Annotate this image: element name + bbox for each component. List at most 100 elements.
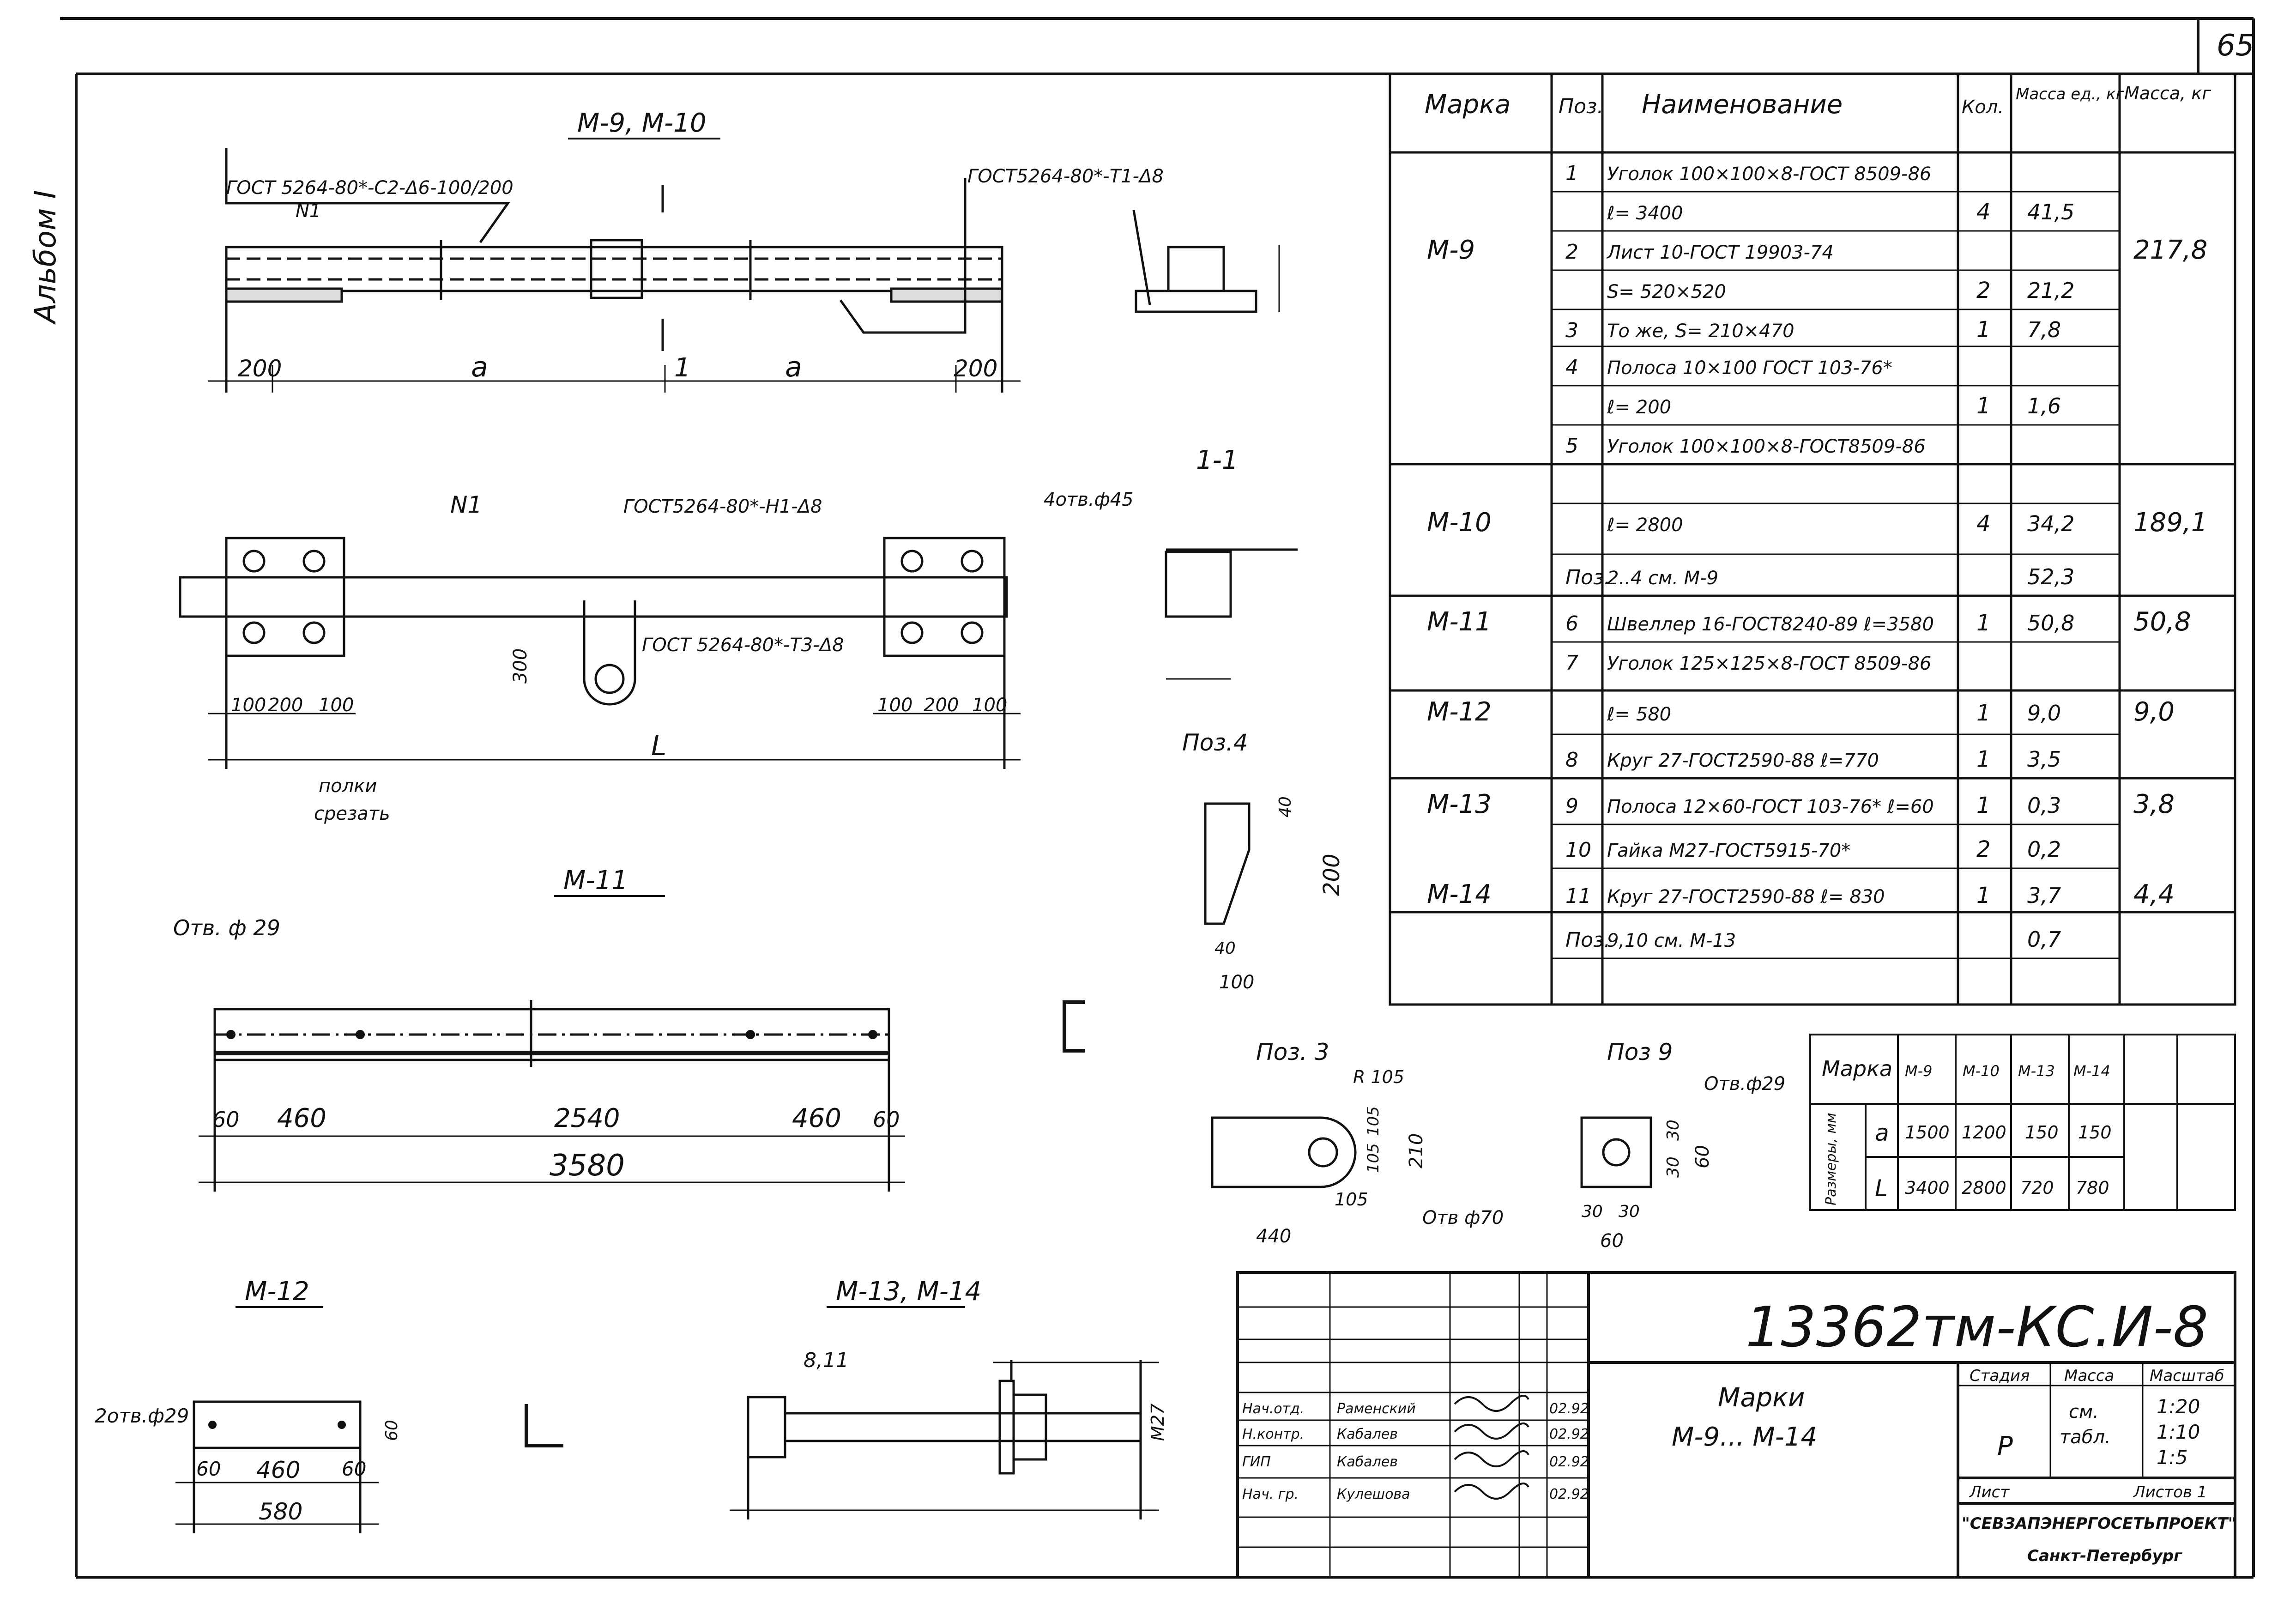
m13-title: М-13, М-14 [836, 1277, 981, 1307]
spec-cell-qty: 2 [1976, 278, 1991, 303]
spec-cell-name: S= 520×520 [1607, 281, 1726, 303]
spec-cell-mark: М-10 [1427, 508, 1492, 538]
spec-cell-mass: 189,1 [2133, 508, 2207, 538]
spec-cell-unit_mass: 1,6 [2027, 393, 2061, 418]
poz3-dim-l2: 440 [1256, 1226, 1291, 1247]
scale-header: Масштаб [2150, 1367, 2224, 1385]
weld1-sub: N1 [296, 200, 321, 222]
m12-dim-a: 60 [196, 1458, 221, 1480]
m11-dim-c: 2540 [554, 1103, 620, 1133]
spec-cell-pos: 3 [1565, 319, 1578, 342]
spec-cell-name: ℓ= 2800 [1607, 514, 1683, 536]
m9-title: М-9, М-10 [577, 108, 707, 138]
spec-cell-unit_mass: 34,2 [2027, 511, 2074, 536]
cut-note-2: срезать [314, 803, 390, 824]
spec-cell-pos: 7 [1565, 651, 1578, 675]
dim-m9-right: 200 [954, 355, 997, 382]
m11-dim-a: 60 [212, 1107, 240, 1132]
spec-cell-name: Гайка М27-ГОСТ5915-70* [1607, 840, 1850, 861]
spec-cell-name: ℓ= 3400 [1607, 203, 1683, 224]
spec-cell-qty: 1 [1976, 883, 1991, 908]
header-unit-mass: Масса ед., кг [2016, 85, 2125, 103]
m11-hole-marks [226, 1030, 877, 1039]
spec-cell-qty: 1 [1976, 793, 1991, 818]
spec-cell-name: Швеллер 16-ГОСТ8240-89 ℓ=3580 [1607, 614, 1934, 635]
poz4-dim-bottom: 40 [1214, 939, 1236, 958]
spec-cell-unit_mass: 0,7 [2027, 927, 2061, 952]
sig-role-2: Н.контр. [1242, 1426, 1304, 1442]
spec-table-grid [1389, 73, 2236, 1006]
weld2-label: ГОСТ5264-80*-Т1-Δ8 [967, 166, 1164, 187]
size-group-label: Размеры, мм [1823, 1113, 1839, 1205]
mass-header: Масса [2064, 1367, 2114, 1385]
spec-cell-unit_mass: 3,5 [2027, 747, 2061, 772]
dim-m9-left: 200 [238, 355, 282, 382]
m11-holes: Отв. ф 29 [173, 915, 280, 940]
weld3-label: ГОСТ5264-80*-Н1-Δ8 [623, 496, 822, 517]
m9-end-view [1132, 210, 1280, 313]
poz3-title: Поз. 3 [1256, 1039, 1329, 1065]
poz3-dim-a: 105 [1364, 1106, 1383, 1136]
spec-cell-name: Уголок 125×125×8-ГОСТ 8509-86 [1607, 653, 1931, 674]
spec-cell-name: 2..4 см. М-9 [1607, 568, 1718, 589]
weld1-label: ГОСТ 5264-80*-С2-Δ6-100/200 [226, 177, 514, 199]
spec-cell-name: Круг 27-ГОСТ2590-88 ℓ= 830 [1607, 886, 1885, 908]
poz9-dim-w: 60 [1600, 1230, 1624, 1252]
dim-plan-d5: 200 [924, 695, 959, 716]
spec-cell-mass: 217,8 [2133, 235, 2207, 265]
org-city: Санкт-Петербург [2027, 1547, 2182, 1565]
spec-cell-qty: 1 [1976, 610, 1991, 636]
spec-cell-mass: 4,4 [2133, 879, 2175, 909]
spec-cell-pos: 9 [1565, 794, 1578, 818]
poz4-dim-w: 100 [1219, 972, 1254, 993]
spec-cell-qty: 1 [1976, 317, 1991, 343]
spec-cell-unit_mass: 3,7 [2027, 883, 2061, 908]
dim-plan-L: L [651, 730, 666, 762]
m13-pos: 8,11 [804, 1349, 849, 1372]
size-table-header: Марка [1822, 1056, 1892, 1081]
spec-cell-unit_mass: 0,2 [2027, 837, 2061, 862]
size-row-l-label: L [1875, 1175, 1888, 1202]
spec-cell-name: ℓ= 200 [1607, 397, 1671, 418]
size-a-m10: 1200 [1962, 1122, 2006, 1143]
title-line2: М-9... М-14 [1672, 1422, 1817, 1452]
spec-cell-pos: 2 [1565, 240, 1578, 264]
sig-date-2: 02.92 [1549, 1426, 1589, 1442]
holes-label: 4отв.ф45 [1044, 489, 1134, 510]
size-a-m14: 150 [2078, 1122, 2112, 1143]
dim-plan-d2: 200 [268, 695, 303, 716]
spec-cell-name: ℓ= 580 [1607, 704, 1671, 725]
sig-role-4: Нач. гр. [1242, 1486, 1299, 1502]
size-mark-m10: М-10 [1963, 1062, 2000, 1080]
m11-dim-e: 60 [873, 1107, 900, 1132]
size-a-m9: 1500 [1905, 1122, 1950, 1143]
page-number: 65 [2217, 29, 2254, 63]
size-mark-m13: М-13 [2018, 1062, 2055, 1080]
angle-section-icon [525, 1404, 563, 1447]
dim-plan-d6: 100 [972, 695, 1007, 716]
m12-holes: 2отв.ф29 [95, 1404, 189, 1427]
dim-plan-d1: 100 [231, 695, 266, 716]
section-label: 1-1 [1196, 445, 1238, 475]
header-qty: Кол. [1962, 97, 2004, 118]
poz9-plate [1580, 1116, 1652, 1188]
stage-header: Стадия [1970, 1367, 2030, 1385]
spec-cell-unit_mass: 41,5 [2027, 200, 2074, 224]
spec-cell-mass: 9,0 [2133, 697, 2175, 727]
sig-date-4: 02.92 [1549, 1486, 1589, 1502]
size-l-m10: 2800 [1962, 1178, 2006, 1198]
header-pos: Поз. [1559, 95, 1603, 118]
m11-title: М-11 [563, 866, 628, 896]
scale-1: 1:20 [2157, 1395, 2200, 1418]
size-l-m14: 780 [2076, 1178, 2109, 1198]
spec-cell-unit_mass: 0,3 [2027, 793, 2061, 818]
sheet-label: Лист [1969, 1483, 2010, 1501]
mass-value1: см. [2069, 1401, 2099, 1422]
sig-name-4: Кулешова [1337, 1486, 1410, 1502]
spec-table-header: Марка Поз. Наименование Кол. Масса ед., … [1425, 83, 2211, 120]
spec-cell-unit_mass: 7,8 [2027, 317, 2061, 342]
cut-note-1: полки [319, 775, 377, 797]
section-1-1 [1165, 548, 1298, 680]
mass-value2: табл. [2060, 1427, 2111, 1448]
poz4-title: Поз.4 [1182, 729, 1248, 756]
